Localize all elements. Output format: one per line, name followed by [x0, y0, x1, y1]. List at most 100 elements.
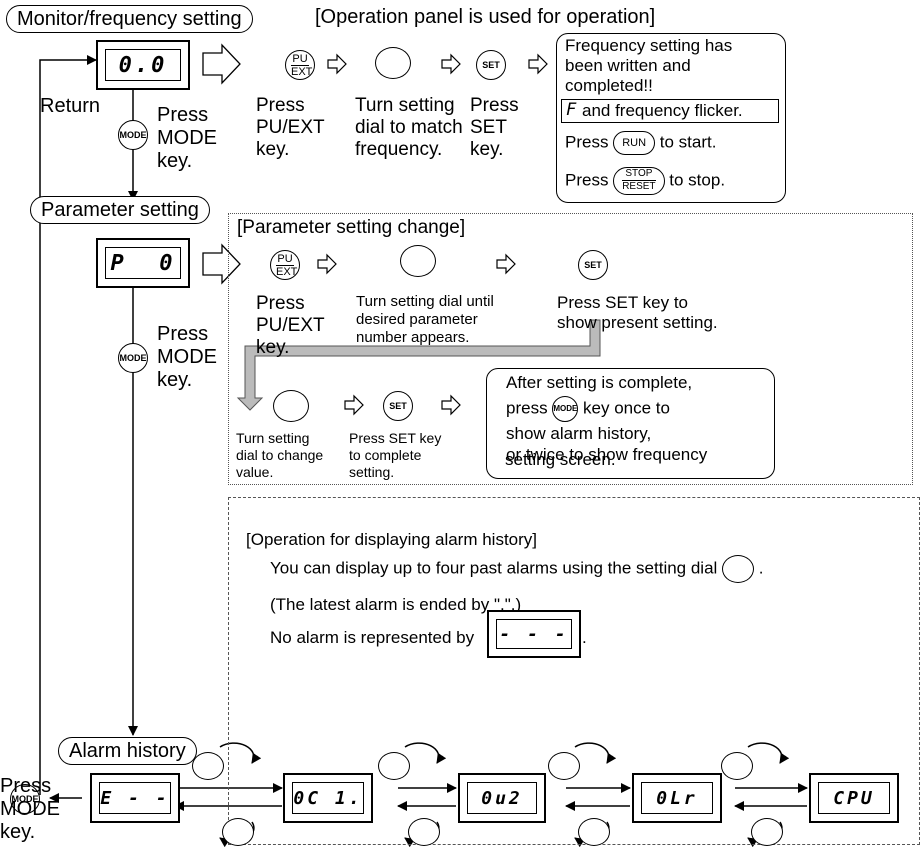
- parameter-change-box: [228, 213, 913, 485]
- mode-key-2-label: MODE: [119, 353, 147, 363]
- monitor-step-3: Press SET key.: [470, 95, 519, 160]
- dial-icon-b2: [408, 818, 440, 846]
- after-line-2: press MODE key once to: [506, 396, 670, 422]
- parameter-display-value: P 0: [105, 247, 181, 279]
- mode-key-bottom: MODE: [10, 784, 40, 814]
- dial-icon-c2: [578, 818, 610, 846]
- mode-key-2: MODE: [118, 343, 148, 373]
- no-alarm-display-value: - - -: [496, 619, 572, 649]
- return-label: Return: [40, 95, 101, 117]
- parameter-display: P 0: [96, 238, 190, 288]
- result-stop-prefix: Press: [565, 170, 609, 190]
- param-step-4: Turn setting dial to change value.: [236, 430, 324, 480]
- alarm-display-4: CPU: [809, 773, 899, 823]
- mode-key-1-label: MODE: [119, 130, 147, 140]
- alarm-display-3: 0Lr: [632, 773, 722, 823]
- setting-dial-icon-3: [273, 390, 309, 422]
- section-parameter: Parameter setting: [30, 196, 210, 224]
- flicker-glyph: F: [566, 100, 577, 120]
- after-line-1: After setting is complete,: [506, 373, 693, 392]
- pu-ext-key-1: PU EXT: [285, 50, 315, 80]
- alarm-ops-line3-end: .: [582, 628, 587, 647]
- press-mode-2: Press MODE key.: [157, 323, 217, 391]
- alarm-ops-line1: You can display up to four past alarms u…: [270, 555, 764, 583]
- set-key-2-label: SET: [584, 260, 602, 270]
- section-parameter-label: Parameter setting: [41, 199, 199, 221]
- after-setting-box: After setting is complete, press MODE ke…: [486, 368, 775, 479]
- mode-key-inline: MODE: [552, 396, 579, 422]
- result-run-line: Press RUN to start.: [565, 131, 716, 155]
- mode-key-1: MODE: [118, 120, 148, 150]
- dial-icon-d2: [751, 818, 783, 846]
- pu-key-bottom: EXT: [291, 65, 313, 78]
- after-line-2-suffix: key once to: [583, 398, 670, 418]
- alarm-display-1-value: 0C 1.: [292, 782, 364, 814]
- after-line-3: show alarm history,: [506, 424, 652, 443]
- alarm-ops-title: [Operation for displaying alarm history]: [246, 530, 538, 549]
- flicker-text: and frequency flicker.: [582, 101, 743, 120]
- pu-key-top: PU: [292, 53, 308, 65]
- setting-dial-icon-inline: [722, 555, 755, 583]
- alarm-display-2-value: 0u2: [467, 782, 537, 814]
- alarm-ops-line2: (The latest alarm is ended by ".".): [270, 595, 522, 614]
- param-step-2: Turn setting dial until desired paramete…: [356, 293, 494, 346]
- reset-key-label: RESET: [622, 180, 656, 192]
- monitor-display-value: 0.0: [105, 49, 181, 81]
- monitor-step-2: Turn setting dial to match frequency.: [355, 95, 463, 160]
- pu-key-2-top: PU: [277, 253, 293, 265]
- alarm-display-e-value: E - -: [99, 782, 171, 814]
- dial-icon-d1: [721, 752, 753, 780]
- dial-icon-c1: [548, 752, 580, 780]
- mode-key-inline-label: MODE: [553, 404, 578, 413]
- set-key-3: SET: [383, 391, 413, 421]
- pu-key-2-bottom: EXT: [276, 265, 298, 278]
- dial-icon-b1: [378, 752, 410, 780]
- no-alarm-display: - - -: [487, 610, 581, 658]
- mode-key-bottom-label: MODE: [11, 794, 39, 804]
- pu-ext-key-2: PU EXT: [270, 250, 300, 280]
- alarm-display-e: E - -: [90, 773, 180, 823]
- after-line-2-prefix: press: [506, 398, 548, 418]
- alarm-display-4-value: CPU: [818, 782, 890, 814]
- section-alarm-label: Alarm history: [69, 740, 186, 762]
- set-key-1: SET: [476, 50, 506, 80]
- alarm-operation-box: [228, 497, 920, 845]
- set-key-1-label: SET: [482, 60, 500, 70]
- section-monitor: Monitor/frequency setting: [6, 5, 253, 33]
- result-line-1: Frequency setting has been written and c…: [565, 36, 733, 95]
- param-step-3: Press SET key to show present setting.: [557, 293, 718, 332]
- after-line-4: or twice to show frequency: [506, 445, 708, 464]
- frequency-result-box: Frequency setting has been written and c…: [556, 33, 786, 203]
- result-run-suffix: to start.: [659, 132, 717, 152]
- param-change-title: [Parameter setting change]: [237, 217, 466, 238]
- section-alarm: Alarm history: [58, 737, 197, 765]
- section-monitor-label: Monitor/frequency setting: [17, 8, 242, 30]
- press-mode-1: Press MODE key.: [157, 104, 217, 172]
- setting-dial-icon-1: [375, 47, 411, 79]
- monitor-step-1: Press PU/EXT key.: [256, 95, 325, 160]
- set-key-2: SET: [578, 250, 608, 280]
- alarm-display-1: 0C 1.: [283, 773, 373, 823]
- alarm-ops-line3: No alarm is represented by: [270, 628, 475, 647]
- dial-icon-a1: [192, 752, 224, 780]
- run-key: RUN: [613, 131, 656, 155]
- section-monitor-note: [Operation panel is used for operation]: [315, 6, 656, 28]
- press-mode-bottom-text: Press MODE key.: [0, 775, 60, 843]
- run-key-label: RUN: [622, 137, 647, 149]
- result-stop-suffix: to stop.: [669, 170, 726, 190]
- setting-dial-icon-2: [400, 245, 436, 277]
- alarm-ops-line1-text: You can display up to four past alarms u…: [270, 558, 718, 578]
- param-step-1: Press PU/EXT key.: [256, 293, 325, 358]
- alarm-ops-line1-end: .: [758, 558, 764, 578]
- flicker-note: F and frequency flicker.: [561, 99, 779, 123]
- after-line-5: setting screen.: [505, 450, 616, 469]
- alarm-display-3-value: 0Lr: [641, 782, 713, 814]
- dial-icon-a2: [222, 818, 254, 846]
- alarm-display-2: 0u2: [458, 773, 546, 823]
- stop-key-label: STOP: [625, 168, 653, 179]
- monitor-display: 0.0: [96, 40, 190, 90]
- param-step-5: Press SET key to complete setting.: [349, 430, 442, 480]
- set-key-3-label: SET: [389, 401, 407, 411]
